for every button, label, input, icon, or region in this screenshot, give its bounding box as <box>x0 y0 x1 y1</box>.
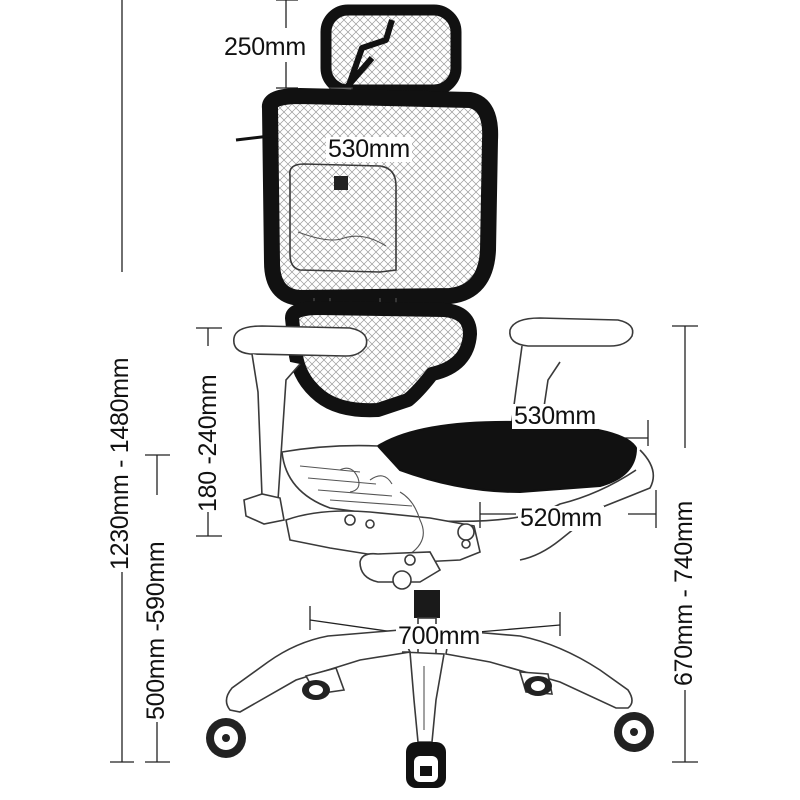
base-width-label: 700mm <box>396 622 482 650</box>
caster-back-left <box>302 680 330 700</box>
caster-left <box>206 718 246 758</box>
backrest-width-label: 530mm <box>326 135 412 163</box>
office-chair-illustration <box>206 4 655 788</box>
armrest-height-label: 670mm - 740mm <box>670 500 698 686</box>
headrest-height-label: 250mm <box>222 33 308 61</box>
caster-front <box>406 742 446 788</box>
seat-height-label: 500mm -590mm <box>142 541 170 720</box>
seat-cushion <box>376 420 638 494</box>
caster-back-right <box>524 676 552 696</box>
caster-right <box>614 712 654 752</box>
seat-depth-label: 530mm <box>512 402 598 430</box>
backrest <box>261 88 499 306</box>
lower-backrest <box>285 301 477 418</box>
overall-height-label: 1230mm - 1480mm <box>106 357 134 570</box>
headrest <box>320 4 462 96</box>
seat-width-label: 520mm <box>518 504 604 532</box>
gas-cylinder <box>414 590 440 618</box>
armrest-adjust-label: 180 -240mm <box>194 374 222 512</box>
